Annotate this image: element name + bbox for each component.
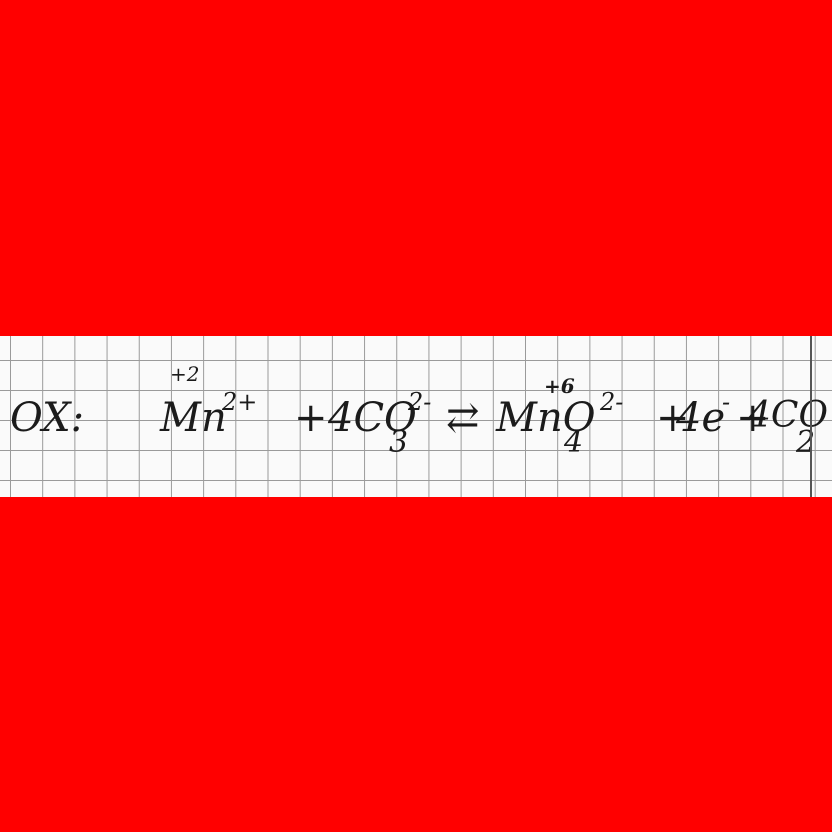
manganate-species: MnO — [496, 395, 596, 441]
plus-sign-2: + — [656, 395, 690, 441]
manganate-subscript: 4 — [564, 425, 584, 460]
mn-oxidation-number-product: +6 — [544, 374, 575, 398]
mn-symbol: Mn — [160, 395, 227, 441]
carbon-dioxide: 4CO — [748, 395, 828, 436]
manganate-charge: 2- — [600, 388, 624, 416]
bottom-red-band — [0, 497, 832, 832]
carbonate-charge: 2- — [408, 388, 432, 416]
carbonate-subscript: 3 — [389, 425, 409, 460]
carbonate-species: 4CO — [328, 395, 417, 441]
handwritten-notebook-strip: OX: +2 Mn 2+ + 4CO 3 2- ⇄ +6 MnO 4 2- + … — [0, 336, 832, 497]
oxidation-label: OX: — [10, 395, 85, 441]
mn-oxidation-number: +2 — [170, 362, 200, 386]
plus-sign-3: + — [736, 395, 770, 441]
top-red-band — [0, 0, 832, 336]
electron-charge: - — [722, 388, 731, 416]
electrons: 4e — [676, 395, 726, 441]
plus-sign-1: + — [294, 395, 328, 441]
carbon-dioxide-subscript: 2 — [796, 425, 816, 460]
mn-charge: 2+ — [222, 388, 258, 416]
equilibrium-arrow: ⇄ — [446, 395, 480, 441]
